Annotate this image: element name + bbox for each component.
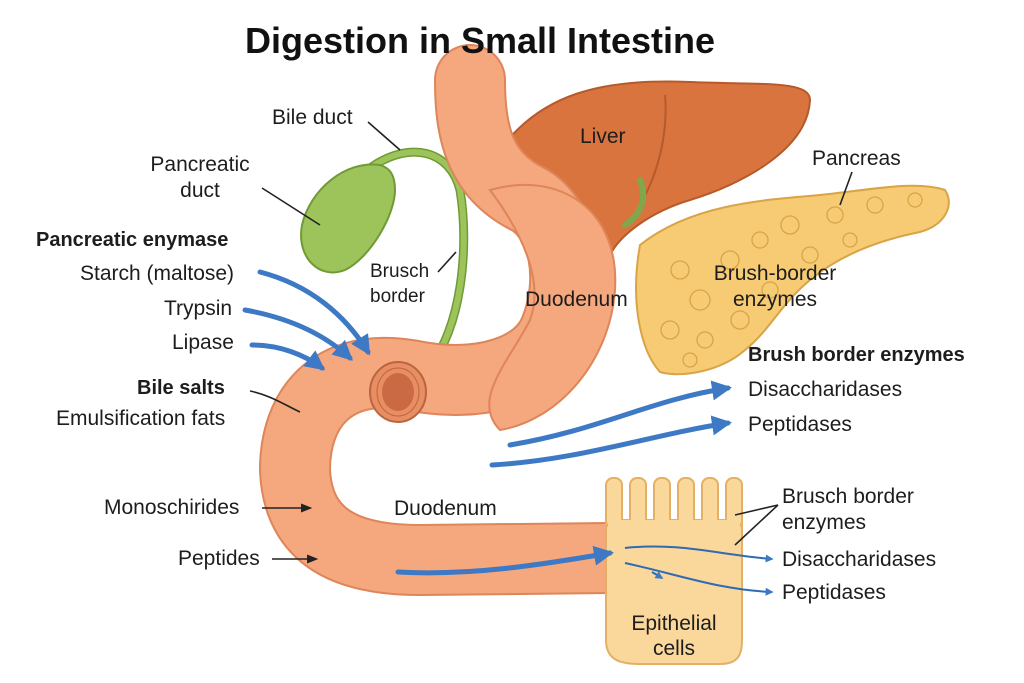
epithelial-cells-label-line2: cells [652,637,695,660]
absorption-arrow [395,545,614,576]
trypsin-label: Trypsin [164,297,233,320]
epithelial-output-arrows [624,545,774,596]
peptides-label: Peptides [178,547,260,570]
pancreatic-enzymes-heading: Pancreatic enymase [36,229,229,251]
lipase-label: Lipase [172,331,234,354]
brusch-border-label-line1: Brusch [370,261,430,282]
duodenum-upper-label: Duodenum [525,288,628,311]
brush-border-enzymes-organ-line2: enzymes [732,288,818,311]
hepatic-duct [622,177,647,228]
pancreas-shape [635,184,950,376]
bile-salts-label: Bile salts [137,377,225,399]
ampulla-opening [369,361,427,423]
bile-duct-label: Bile duct [272,106,353,129]
epithelial-cells [605,477,743,665]
duodenum-bulge [488,183,617,432]
page-title: Digestion in Small Intestine [244,20,716,61]
brush-border-enzymes-organ-line1: Brush-border [713,262,837,285]
disaccharidases-upper-label: Disaccharidases [748,378,903,401]
emulsification-label: Emulsification fats [56,407,226,430]
monosaccharides-label: Monoschirides [104,496,240,519]
pancreatic-duct-label-line1: Pancreatic [150,153,250,176]
epithelial-cells-label-line1: Epithelial [631,612,717,635]
enzyme-arrows-in [242,269,371,371]
liver-label: Liver [580,125,626,148]
brush-border-arrows-upper [489,380,732,468]
pancreas-label: Pancreas [812,147,901,170]
brush-border-enzymes-heading: Brush border enzymes [748,344,965,366]
disaccharidases-lower-label: Disaccharidases [782,548,937,571]
brusch-border-enzymes-label-line2: enzymes [782,511,867,534]
starch-label: Starch (maltose) [80,262,235,285]
peptidases-upper-label: Peptidases [748,413,852,436]
duodenum-lower-label: Duodenum [394,497,497,520]
pancreas-texture [660,192,923,368]
gallbladder-shape [300,163,397,274]
brusch-border-label-line2: border [370,286,425,307]
pancreatic-duct-label-line2: duct [180,179,220,202]
brusch-border-enzymes-label-line1: Brusch border [782,485,914,508]
pointer-lines [249,121,853,564]
peptidases-lower-label: Peptidases [782,581,886,604]
